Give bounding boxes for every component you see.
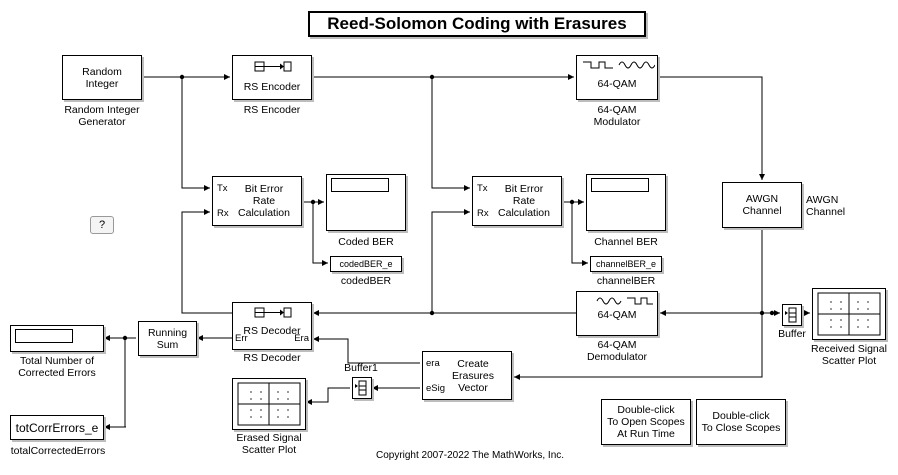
buffer1-label: Buffer1	[344, 362, 378, 374]
buffer-icon	[355, 380, 367, 396]
coded-ber-rx-port: Rx	[217, 208, 229, 219]
buffer1-block[interactable]	[352, 377, 372, 399]
channel-ber-calc-block[interactable]: Bit Error Rate Calculation Tx Rx	[472, 176, 562, 226]
total-corrected-readout	[15, 329, 73, 343]
received-scatter-block[interactable]	[812, 288, 886, 340]
running-sum-text: Running Sum	[147, 326, 188, 351]
running-sum-block[interactable]: Running Sum	[138, 321, 197, 356]
rs-decoder-block[interactable]: RS Decoder Err Era	[232, 302, 312, 350]
coded-ber-readout	[331, 178, 389, 192]
create-erasures-text: Create Erasures Vector	[451, 357, 494, 394]
qam-demodulator-block[interactable]: 64-QAM	[576, 291, 658, 336]
channel-ber-rx-port: Rx	[477, 208, 489, 219]
create-erasures-era-port: era	[426, 358, 440, 369]
demodulator-wave-icon	[596, 297, 653, 305]
create-erasures-esig-port: eSig	[426, 383, 446, 394]
close-scopes-button[interactable]: Double-click To Close Scopes	[696, 399, 786, 445]
coded-ber-calc-text: Bit Error Rate Calculation	[238, 183, 290, 219]
channel-ber-readout	[591, 178, 649, 192]
total-corrected-workspace-label: totalCorrectedErrors	[10, 445, 106, 457]
rs-decoder-text: RS Decoder	[243, 325, 301, 337]
coded-ber-workspace-label: codedBER	[340, 275, 392, 287]
rs-encoder-text: RS Encoder	[243, 81, 301, 93]
total-corrected-workspace-text: totCorrErrors_e	[15, 420, 99, 435]
model-title: Reed-Solomon Coding with Erasures	[308, 11, 646, 37]
channel-ber-calc-text: Bit Error Rate Calculation	[498, 183, 550, 219]
qam-modulator-block[interactable]: 64-QAM	[576, 55, 658, 100]
received-scatter-label: Received Signal Scatter Plot	[811, 343, 887, 367]
buffer-label: Buffer	[778, 328, 806, 340]
channel-ber-workspace-label: channelBER	[596, 275, 656, 287]
buffer-block[interactable]	[782, 304, 802, 326]
erased-scatter-block[interactable]	[232, 378, 306, 430]
open-scopes-text: Double-click To Open Scopes At Run Time	[607, 404, 685, 440]
modulator-wave-icon	[583, 61, 655, 69]
close-scopes-text: Double-click To Close Scopes	[701, 410, 781, 434]
qam-demodulator-label: 64-QAM Demodulator	[586, 339, 648, 363]
qam-modulator-label: 64-QAM Modulator	[593, 104, 641, 128]
coded-ber-tx-port: Tx	[217, 183, 228, 194]
coded-ber-workspace-text: codedBER_e	[339, 259, 393, 269]
channel-ber-workspace-block[interactable]: channelBER_e	[590, 256, 662, 272]
coded-ber-display-label: Coded BER	[338, 236, 394, 248]
channel-ber-display-label: Channel BER	[594, 236, 658, 248]
constellation-icon	[817, 292, 881, 336]
open-scopes-button[interactable]: Double-click To Open Scopes At Run Time	[601, 399, 691, 445]
total-corrected-workspace-block[interactable]: totCorrErrors_e	[10, 415, 104, 440]
decoder-icon	[254, 307, 292, 318]
erased-scatter-label: Erased Signal Scatter Plot	[236, 432, 302, 456]
channel-ber-display-block[interactable]	[586, 174, 666, 231]
awgn-channel-text: AWGN Channel	[742, 193, 782, 217]
awgn-channel-label: AWGN Channel	[806, 194, 846, 218]
rs-encoder-block[interactable]: RS Encoder	[232, 55, 312, 100]
help-button[interactable]: ?	[90, 216, 114, 234]
create-erasures-block[interactable]: Create Erasures Vector era eSig	[422, 351, 512, 400]
coded-ber-display-block[interactable]	[326, 174, 406, 231]
rs-decoder-err-port: Err	[235, 333, 248, 344]
total-corrected-display-label: Total Number of Corrected Errors	[18, 355, 96, 379]
random-integer-block[interactable]: Random Integer	[62, 55, 142, 100]
buffer-icon	[785, 307, 797, 323]
awgn-channel-block[interactable]: AWGN Channel	[722, 182, 802, 228]
qam-modulator-text: 64-QAM	[597, 78, 637, 90]
random-integer-text: Random Integer	[82, 65, 122, 90]
random-integer-label: Random Integer Generator	[64, 104, 140, 128]
channel-ber-tx-port: Tx	[477, 183, 488, 194]
coded-ber-workspace-block[interactable]: codedBER_e	[330, 256, 402, 272]
total-corrected-display-block[interactable]	[10, 325, 104, 352]
coded-ber-calc-block[interactable]: Bit Error Rate Calculation Tx Rx	[212, 176, 302, 226]
rs-decoder-era-port: Era	[294, 333, 309, 344]
constellation-icon	[237, 382, 301, 426]
encoder-icon	[254, 61, 292, 72]
copyright-notice: Copyright 2007-2022 The MathWorks, Inc.	[375, 450, 565, 461]
rs-decoder-label: RS Decoder	[243, 352, 301, 364]
rs-encoder-label: RS Encoder	[243, 104, 301, 116]
channel-ber-workspace-text: channelBER_e	[595, 259, 657, 269]
qam-demodulator-text: 64-QAM	[597, 309, 637, 321]
